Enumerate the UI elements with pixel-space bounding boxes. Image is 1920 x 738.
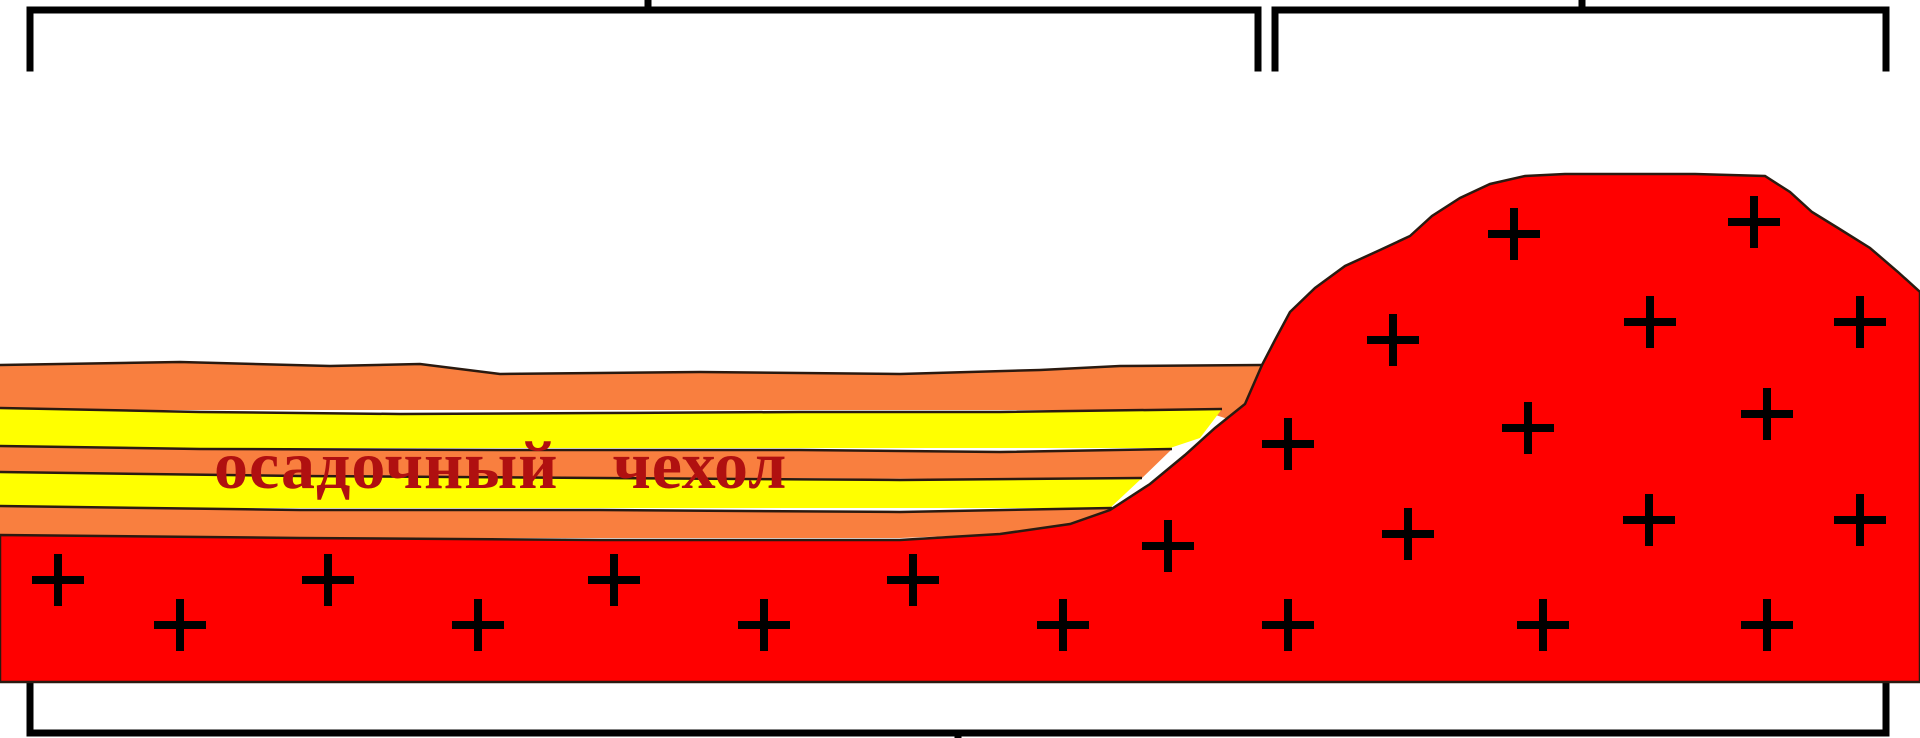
cross-mark — [1728, 196, 1780, 248]
sedimentary-cover — [0, 360, 1263, 538]
cross-mark — [1834, 494, 1886, 546]
sediment-boundary-2 — [0, 444, 1173, 454]
sediment-band-orange-top — [0, 362, 1262, 430]
cross-mark — [1142, 520, 1194, 572]
cross-mark — [1834, 296, 1886, 348]
sediment-top-boundary — [0, 360, 1263, 376]
cross-mark — [1517, 599, 1569, 651]
cross-mark — [154, 599, 206, 651]
cross-mark — [32, 554, 84, 606]
cross-mark — [1741, 388, 1793, 440]
top-right-bracket — [1271, 0, 1890, 72]
sediment-boundary-1 — [0, 406, 1223, 416]
cross-mark — [1037, 599, 1089, 651]
crystalline-basement — [0, 172, 1920, 684]
cross-mark — [1623, 494, 1675, 546]
cross-mark — [1624, 296, 1676, 348]
cross-mark — [1262, 599, 1314, 651]
cross-mark — [452, 599, 504, 651]
cross-mark — [738, 599, 790, 651]
cross-mark — [302, 554, 354, 606]
top-left-bracket — [26, 0, 1262, 72]
cross-mark — [1488, 208, 1540, 260]
cross-mark — [887, 554, 939, 606]
sedimentary-cover-label: осадочный чехол — [214, 427, 787, 503]
cross-mark — [1367, 314, 1419, 366]
cross-mark — [1262, 418, 1314, 470]
sediment-band-yellow-1 — [0, 408, 1222, 448]
cross-mark — [1382, 508, 1434, 560]
sediment-band-orange-middle — [0, 446, 1172, 480]
cross-mark — [588, 554, 640, 606]
cross-mark — [1502, 402, 1554, 454]
bottom-bracket — [26, 678, 1890, 738]
sediment-boundary-3 — [0, 470, 1143, 482]
sediment-boundary-4 — [0, 504, 1113, 514]
sediment-band-orange-bottom — [0, 506, 1112, 538]
sediment-band-yellow-2 — [0, 472, 1142, 508]
cross-mark — [1741, 599, 1793, 651]
basement-cross-marks — [32, 196, 1886, 651]
